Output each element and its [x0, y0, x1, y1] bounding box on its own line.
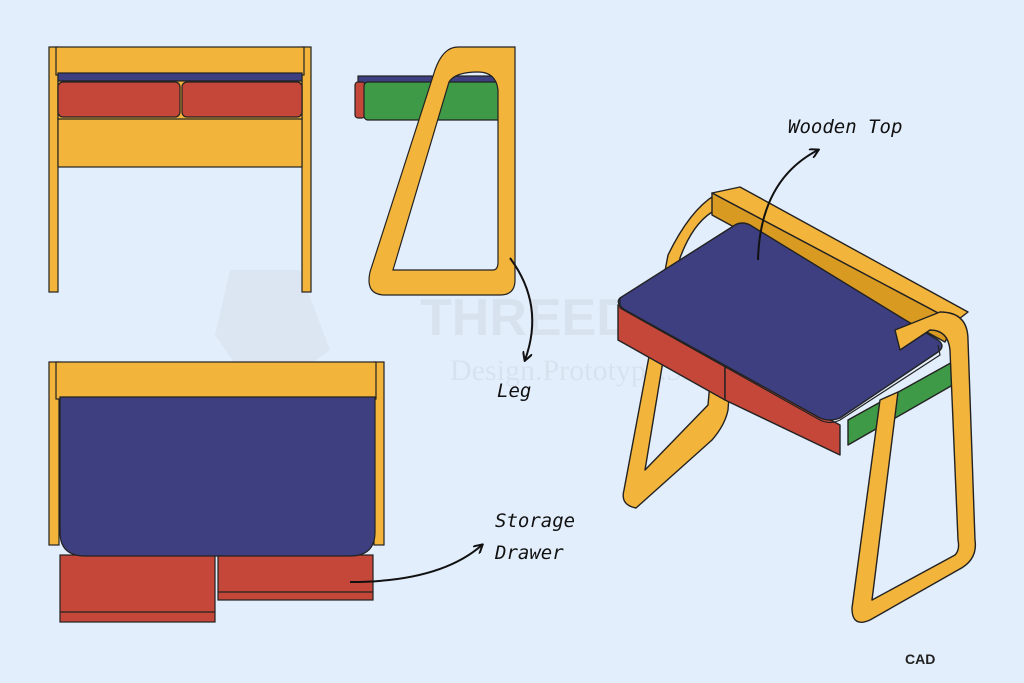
leg-label: Leg: [497, 380, 532, 402]
iso-left-leg: [622, 194, 741, 509]
front-left-leg: [48, 46, 59, 293]
top-view-drawer-right: [217, 554, 374, 601]
front-right-leg: [301, 46, 312, 293]
wooden-top-arrow: [757, 150, 818, 261]
wooden-top-label: Wooden Top: [788, 116, 903, 138]
iso-view: [617, 186, 977, 623]
side-leg-frame: [368, 46, 516, 296]
front-view: [48, 46, 312, 293]
front-drawer-left: [57, 81, 181, 118]
top-view: [48, 361, 385, 623]
front-drawer-right: [181, 81, 303, 118]
storage-drawer-label-line1: Storage: [495, 510, 576, 532]
leg-arrow: [509, 257, 534, 360]
top-view-drawer-left: [59, 554, 216, 623]
iso-right-leg: [851, 311, 977, 623]
front-apron: [57, 118, 303, 168]
storage-drawer-arrow: [349, 545, 482, 583]
storage-drawer-label-line2: Drawer: [495, 541, 564, 564]
front-top-rail: [55, 46, 305, 76]
side-view: [354, 46, 516, 296]
top-view-back-rail: [55, 361, 377, 400]
storage-drawer-label: Storage Drawer: [495, 510, 575, 566]
top-view-wooden-top: [59, 396, 376, 557]
iso-back-rail-face: [711, 192, 956, 343]
front-wooden-top-edge: [57, 72, 303, 82]
iso-wooden-top: [617, 222, 943, 421]
top-view-left-leg: [48, 361, 60, 546]
cad-caption: CAD: [905, 651, 936, 667]
